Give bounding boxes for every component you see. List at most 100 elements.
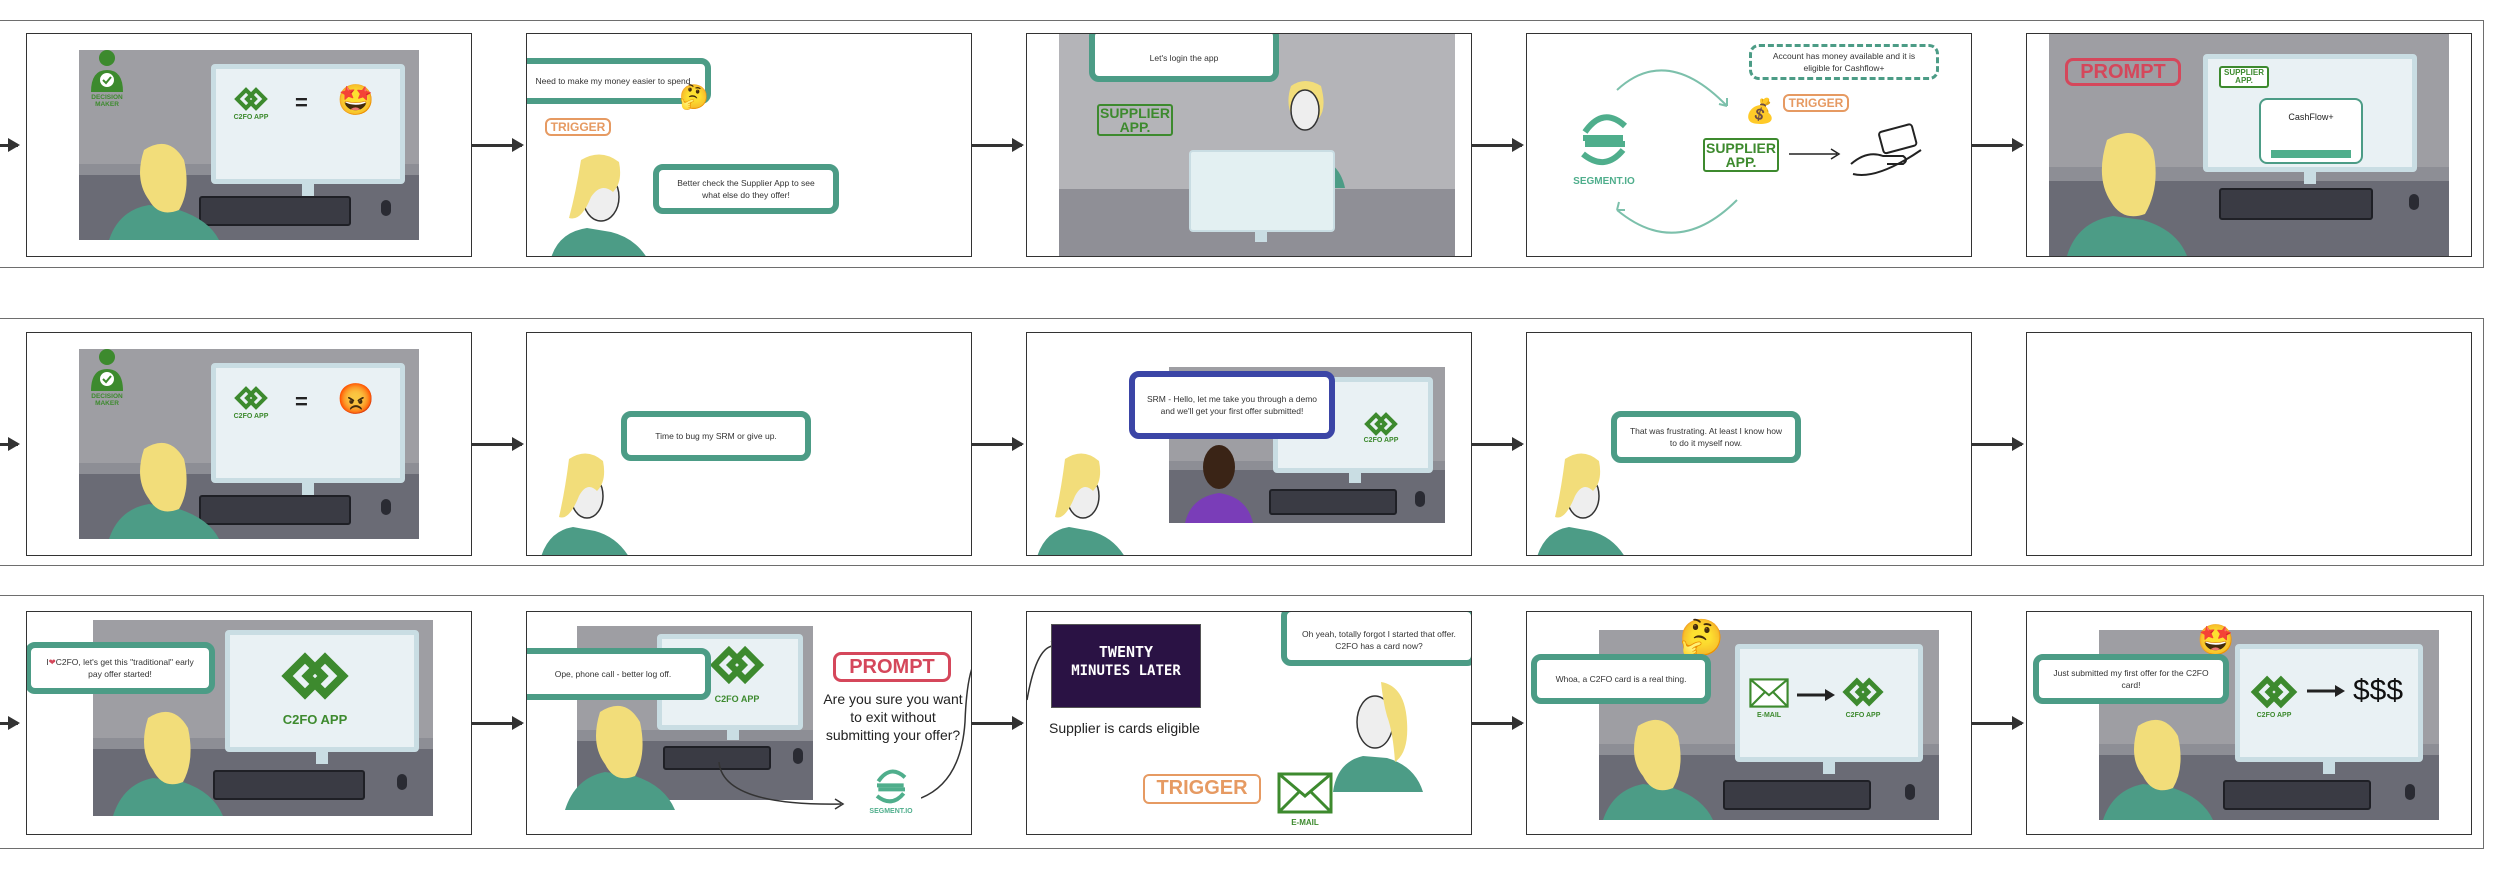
- prompt-message: Are you sure you want to exit without su…: [823, 691, 963, 743]
- monitor: [211, 64, 405, 184]
- trigger-badge: TRIGGER: [1783, 94, 1849, 112]
- entry-arrow: [0, 437, 20, 451]
- woman-figure: [551, 154, 646, 256]
- woman-figure: [2067, 132, 2187, 256]
- woman-figure: [109, 442, 219, 539]
- title-card-line1: TWENTY: [1098, 643, 1154, 661]
- c2fo-logo-icon: [2250, 675, 2298, 709]
- c2fo-logo-label: C2FO APP: [282, 712, 348, 727]
- supplier-app-badge: SUPPLIER APP.: [1097, 104, 1173, 136]
- bubble-text: C2FO, let's get this "traditional" early…: [55, 657, 194, 679]
- c2fo-logo-icon: [709, 645, 765, 685]
- caption: Supplier is cards eligible: [1049, 720, 1200, 736]
- angry-emoji: 😡: [337, 383, 375, 416]
- arrow-right-icon: [1789, 148, 1841, 160]
- entry-arrow: [0, 138, 20, 152]
- c2fo-logo-label: C2FO APP: [233, 413, 269, 420]
- woman-figure: [1037, 453, 1124, 555]
- flow-arrow: [472, 437, 524, 451]
- segment-label: SEGMENT.IO: [1573, 176, 1635, 187]
- woman-figure: [1333, 682, 1423, 792]
- keyboard: [213, 770, 365, 800]
- speech-bubble: Time to bug my SRM or give up.: [621, 411, 811, 461]
- cycle-arrows: [1616, 69, 1738, 234]
- hand-card-icon: [1850, 123, 1922, 176]
- email-label: E-MAIL: [1756, 712, 1782, 719]
- flow-arrow: [1472, 716, 1524, 730]
- cashflow-button[interactable]: [2271, 150, 2351, 158]
- arrow-right-icon: [2307, 685, 2345, 697]
- panel-r2-2: Time to bug my SRM or give up.: [526, 332, 972, 556]
- panel-r1-3: Let's login the app SUPPLIER APP.: [1026, 33, 1472, 257]
- office-scene: [79, 50, 419, 240]
- speech-bubble: Better check the Supplier App to see wha…: [653, 164, 839, 214]
- keyboard: [2219, 188, 2373, 220]
- decision-maker-icon: [91, 50, 123, 92]
- segment-label: SEGMENT.IO: [869, 808, 913, 815]
- email-icon: [1277, 772, 1333, 814]
- segment-logo-icon: [875, 769, 907, 804]
- speech-bubble: Let's login the app: [1089, 34, 1279, 82]
- entry-arrow: [0, 716, 20, 730]
- speech-bubble: That was frustrating. At least I know ho…: [1611, 411, 1801, 463]
- segment-logo-icon: [1581, 114, 1628, 165]
- keyboard: [1723, 780, 1871, 810]
- equals-sign: =: [295, 90, 308, 115]
- office-scene: [79, 349, 419, 539]
- keyboard: [2223, 780, 2371, 810]
- man-figure: [1185, 445, 1253, 523]
- prompt-badge: PROMPT: [2065, 58, 2181, 86]
- prompt-badge: PROMPT: [833, 652, 951, 682]
- woman-figure: [541, 453, 628, 555]
- panel-r2-3: C2FO APP SRM - Hello, let me take you th…: [1026, 332, 1472, 556]
- panel-r2-5: [2026, 332, 2472, 556]
- money-bag-emoji: 💰: [1745, 98, 1775, 125]
- decision-maker-label: DECISION MAKER: [91, 393, 123, 407]
- flow-arrow: [1472, 437, 1524, 451]
- speech-bubble: Need to make my money easier to spend: [527, 58, 711, 104]
- star-struck-emoji: 🤩: [2197, 624, 2235, 657]
- c2fo-logo-icon: [281, 652, 349, 700]
- panel-r2-4: That was frustrating. At least I know ho…: [1526, 332, 1972, 556]
- flow-arrow: [1972, 138, 2024, 152]
- arrow-right-icon: [1797, 689, 1835, 701]
- panel-r3-4: 🤔 Whoa, a C2FO card is a real thing. E-M…: [1526, 611, 1972, 835]
- cashflow-title: CashFlow+: [2288, 112, 2334, 122]
- woman-figure: [565, 705, 675, 810]
- email-icon: [1749, 678, 1789, 708]
- heart-icon: ❤: [48, 657, 56, 667]
- supplier-app-badge: SUPPLIER APP.: [2219, 66, 2269, 88]
- equals-sign: =: [295, 389, 308, 414]
- dashed-callout: Account has money available and it is el…: [1749, 44, 1939, 80]
- decision-maker-label: DECISION MAKER: [91, 94, 123, 108]
- trigger-badge: TRIGGER: [1143, 774, 1261, 804]
- panel-r3-3: TWENTY MINUTES LATER Supplier is cards e…: [1026, 611, 1472, 835]
- flow-arrow: [472, 716, 524, 730]
- office-scene: [1599, 630, 1939, 820]
- woman-figure: [1537, 453, 1624, 555]
- keyboard: [199, 196, 351, 226]
- panel-r3-1: C2FO APP I❤C2FO, let's get this "traditi…: [26, 611, 472, 835]
- cashflow-card: CashFlow+: [2259, 98, 2363, 164]
- speech-bubble: Whoa, a C2FO card is a real thing.: [1531, 654, 1711, 704]
- woman-figure: [109, 143, 219, 240]
- trigger-badge: TRIGGER: [545, 118, 611, 136]
- star-struck-emoji: 🤩: [337, 84, 375, 117]
- keyboard: [199, 495, 351, 525]
- woman-figure: [1603, 719, 1713, 820]
- money-text: $$$: [2353, 674, 2404, 707]
- flow-arrow: [972, 437, 1024, 451]
- speech-bubble: I❤C2FO, let's get this "traditional" ear…: [27, 642, 215, 694]
- panel-r1-2: Need to make my money easier to spend 🤔 …: [526, 33, 972, 257]
- c2fo-logo-label: C2FO APP: [714, 694, 760, 704]
- c2fo-logo-label: C2FO APP: [233, 114, 269, 121]
- c2fo-logo-icon: [1842, 677, 1884, 707]
- panel-r3-5: 🤩 Just submitted my first offer for the …: [2026, 611, 2472, 835]
- c2fo-logo-icon: [1364, 412, 1398, 436]
- office-scene: [1169, 367, 1445, 523]
- panel-r3-2: C2FO APP Ope, phone call - better log of…: [526, 611, 972, 835]
- supplier-app-badge: SUPPLIER APP.: [1703, 138, 1779, 172]
- panel-r1-4: SEGMENT.IO Account has money available a…: [1526, 33, 1972, 257]
- title-card-line2: MINUTES LATER: [1071, 663, 1181, 679]
- keyboard: [663, 746, 771, 770]
